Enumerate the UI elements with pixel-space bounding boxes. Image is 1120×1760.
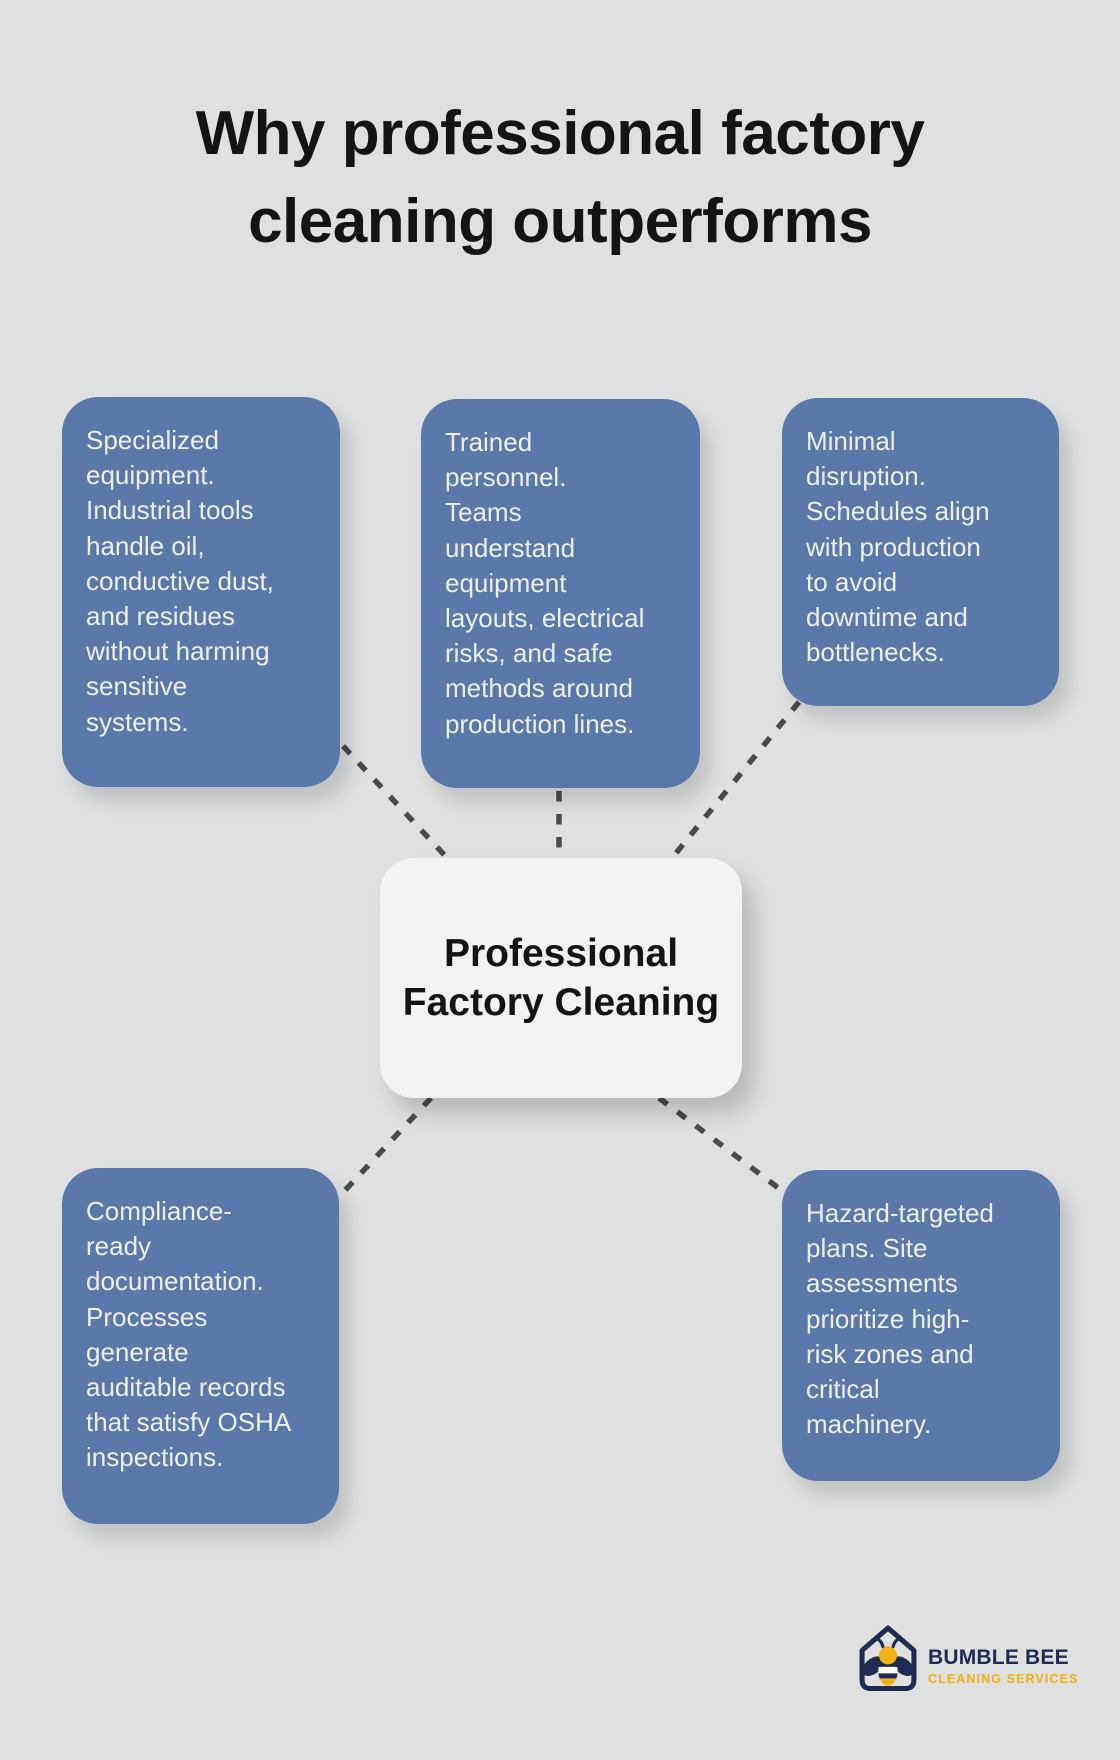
text-line: methods around xyxy=(445,673,633,704)
text-line: Minimal xyxy=(806,426,896,456)
text-line: prioritize high- xyxy=(806,1303,970,1334)
text-line: risk zones and xyxy=(806,1338,974,1369)
benefit-card-compliance-documentation: Compliance-ready documentation. Processes g… xyxy=(62,1168,339,1524)
text-line: Schedules align xyxy=(806,496,990,527)
text-line: Specialized xyxy=(86,425,219,455)
brand-tagline: CLEANING SERVICES xyxy=(928,1671,1079,1686)
connector-hazard-targeted-plans xyxy=(657,1095,791,1199)
benefit-card-hazard-targeted-plans: Hazard-targeted plans. Site assessments pri… xyxy=(782,1170,1060,1481)
text-line: auditable records xyxy=(86,1372,286,1403)
brand-name: BUMBLE BEE xyxy=(928,1645,1069,1669)
text-line: equipment. xyxy=(86,460,215,491)
text-line: assessments xyxy=(806,1268,958,1299)
text-line: ready xyxy=(86,1231,152,1262)
text-line: with production xyxy=(806,531,981,562)
connector-specialized-equipment xyxy=(340,744,452,862)
text-line: machinery. xyxy=(806,1409,932,1440)
text-line: Processes xyxy=(86,1301,208,1332)
text-line: inspections. xyxy=(86,1442,224,1473)
bee-house-icon xyxy=(859,1625,917,1692)
benefit-card-trained-personnel: Trained personnel. Teams understand equipmen… xyxy=(421,399,700,788)
benefit-card-minimal-disruption: Minimal disruption. Schedules align with pr… xyxy=(782,398,1059,706)
text-line: Trained xyxy=(445,427,533,457)
page-title-line-2: cleaning outperforms xyxy=(248,187,872,256)
text-line: plans. Site xyxy=(806,1233,928,1264)
brand-logo-text: BUMBLE BEE CLEANING SERVICES xyxy=(928,1647,1078,1686)
text-line: understand xyxy=(445,532,576,563)
text-line: personnel. xyxy=(445,462,567,493)
text-line: production lines. xyxy=(445,708,635,739)
page-title: Why professional factory cleaning outperf… xyxy=(0,90,1120,266)
text-line: without harming xyxy=(86,636,270,667)
text-line: generate xyxy=(86,1336,189,1367)
text-line: disruption. xyxy=(806,461,926,492)
text-line: Industrial tools xyxy=(86,495,254,526)
text-line: downtime and xyxy=(806,602,968,633)
text-line: documentation. xyxy=(86,1266,264,1297)
text-line: equipment xyxy=(445,567,567,598)
page-title-line-1: Why professional factory xyxy=(195,99,925,168)
text-line: Professional xyxy=(443,932,679,975)
text-line: handle oil, xyxy=(86,530,205,561)
text-line: systems. xyxy=(86,706,189,737)
text-line: Factory Cleaning xyxy=(402,981,720,1024)
connector-minimal-disruption xyxy=(669,700,802,860)
text-line: and residues xyxy=(86,601,235,632)
text-line: to avoid xyxy=(806,566,898,597)
text-line: that satisfy OSHA xyxy=(86,1407,292,1438)
benefit-card-specialized-equipment: Specialized equipment. Industrial tools han… xyxy=(62,397,340,787)
brand-logo: BUMBLE BEE CLEANING SERVICES xyxy=(852,1623,1078,1695)
text-line: critical xyxy=(806,1374,880,1405)
text-line: Teams xyxy=(445,497,522,528)
text-line: layouts, electrical xyxy=(445,603,645,634)
text-line: Hazard-targeted xyxy=(806,1198,994,1228)
text-line: Compliance- xyxy=(86,1196,232,1226)
text-line: sensitive xyxy=(86,671,188,702)
text-line: bottlenecks. xyxy=(806,637,945,668)
connector-compliance-documentation xyxy=(334,1096,434,1201)
text-line: risks, and safe xyxy=(445,638,613,669)
text-line: conductive dust, xyxy=(86,565,274,596)
